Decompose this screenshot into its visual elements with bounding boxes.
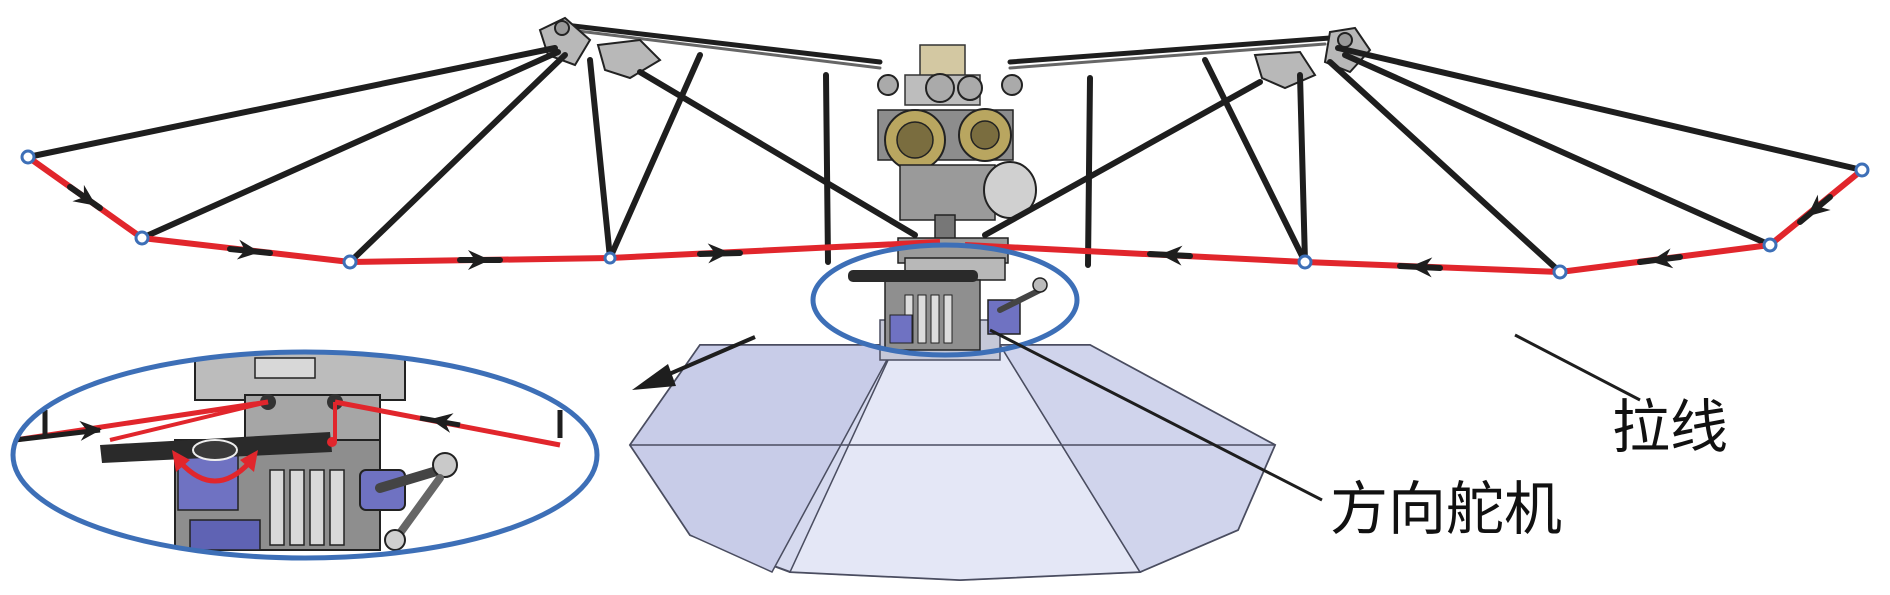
rotation-arrow-icon bbox=[178, 460, 252, 484]
leader-servo bbox=[989, 328, 1323, 502]
pull-line-left bbox=[26, 154, 941, 265]
canopy-panel-right bbox=[998, 344, 1276, 573]
arrow-left-down-icon bbox=[632, 335, 756, 390]
central-mechanism bbox=[848, 44, 1048, 351]
joints bbox=[20, 149, 1870, 280]
inset-ellipse bbox=[10, 349, 600, 561]
servo-horn bbox=[848, 270, 978, 282]
steering-servo-label: 方向舵机 bbox=[1330, 475, 1563, 543]
wing-rods bbox=[25, 45, 1865, 275]
canopy bbox=[628, 319, 1277, 582]
leader-pull-line bbox=[1514, 333, 1641, 402]
pull-line bbox=[20, 149, 1870, 280]
servo-highlight-ellipse bbox=[810, 242, 1080, 358]
zoom-inset bbox=[10, 349, 600, 561]
pull-line-label: 拉线 bbox=[1612, 393, 1729, 461]
pull-line-right bbox=[964, 167, 1864, 275]
